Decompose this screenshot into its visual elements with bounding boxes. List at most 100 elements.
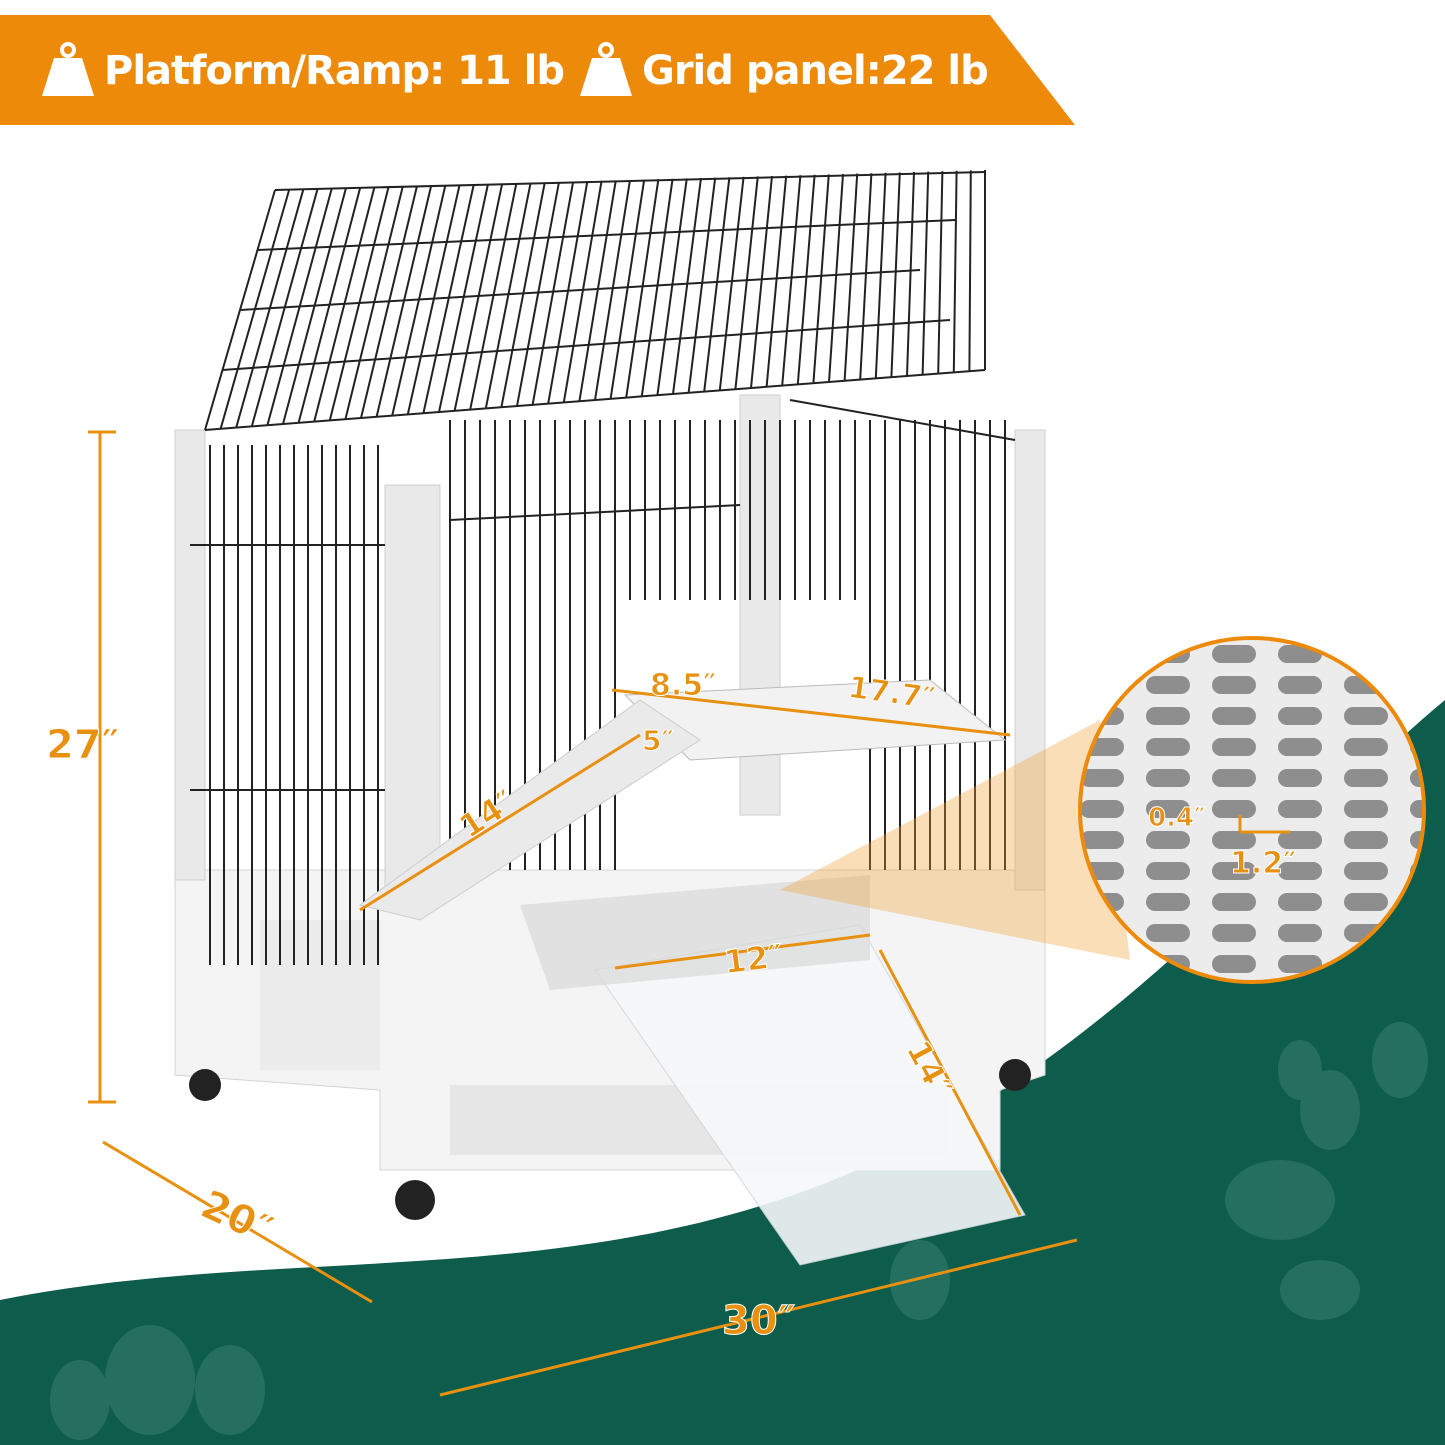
grid-slot — [1080, 831, 1124, 849]
weight-icon — [42, 42, 94, 96]
grid-slot — [1146, 862, 1190, 880]
dim-grid-slot-width: 0.4″ — [1148, 803, 1207, 834]
green-background — [0, 700, 1445, 1445]
grid-slot — [1080, 986, 1124, 1004]
grid-slot — [1344, 862, 1388, 880]
wire — [239, 269, 921, 311]
dim-platform-width: 8.5″ — [650, 668, 718, 704]
grid-slot — [1344, 893, 1388, 911]
banner-platform-weight: Platform/Ramp: 11 lb — [104, 48, 565, 94]
grid-slot — [1146, 707, 1190, 725]
wire — [484, 182, 532, 409]
grid-slot — [1278, 924, 1322, 942]
wire — [531, 181, 575, 405]
grid-slot — [1278, 831, 1322, 849]
grid-slot — [1146, 893, 1190, 911]
wire — [843, 173, 859, 381]
wire — [672, 177, 702, 395]
grid-slot — [1080, 800, 1124, 818]
grid-slot — [1278, 707, 1322, 725]
grid-slot — [1344, 707, 1388, 725]
wire — [812, 174, 830, 384]
wire — [516, 181, 560, 407]
grid-slot — [1278, 738, 1322, 756]
header-banner — [0, 15, 1075, 125]
wire — [687, 177, 717, 393]
grid-slot — [1410, 645, 1424, 663]
grid-slot — [1212, 738, 1256, 756]
wire — [469, 183, 518, 410]
wire — [547, 181, 589, 404]
dim-height: 27″ — [46, 722, 121, 769]
grid-slot — [1146, 676, 1190, 694]
wire — [257, 219, 956, 251]
wire — [438, 183, 489, 413]
wire — [921, 171, 930, 375]
wire — [874, 172, 887, 379]
wire — [828, 173, 844, 383]
wire — [906, 171, 915, 377]
grid-slot — [1080, 676, 1124, 694]
wire — [625, 179, 660, 398]
wire — [274, 171, 986, 191]
wire — [640, 178, 674, 397]
wire — [789, 399, 1016, 441]
wire — [656, 178, 688, 396]
wire — [221, 319, 951, 371]
grid-slot — [1278, 769, 1322, 787]
dim-grid-slot-length: 1.2″ — [1230, 846, 1298, 882]
grid-slot — [1278, 893, 1322, 911]
grid-slot — [1212, 862, 1256, 880]
dimension-lines — [88, 430, 1290, 1397]
grid-slot — [1212, 800, 1256, 818]
wire — [968, 170, 972, 372]
wire — [765, 175, 788, 387]
wire — [578, 180, 617, 402]
grid-slot — [1080, 645, 1124, 663]
wire — [500, 182, 546, 408]
platform — [358, 679, 1026, 1266]
wire — [609, 179, 646, 399]
grid-slot — [1344, 769, 1388, 787]
grid-slot — [1344, 831, 1388, 849]
wire — [562, 180, 603, 403]
wire — [890, 172, 901, 378]
grid-slot — [1278, 645, 1322, 663]
grid-slot — [1212, 924, 1256, 942]
grid-slot — [1146, 924, 1190, 942]
grid-slot — [1344, 738, 1388, 756]
wire — [750, 175, 773, 389]
banner-grid-weight: Grid panel:22 lb — [642, 48, 989, 94]
grid-slot — [1344, 645, 1388, 663]
wire — [594, 179, 631, 401]
wire — [453, 183, 504, 412]
dim-ramp-width: 5″ — [642, 724, 675, 758]
paw-prints — [50, 1022, 1428, 1440]
grid-slot — [1278, 676, 1322, 694]
wire — [781, 175, 802, 386]
grid-slot — [1212, 831, 1256, 849]
wire — [703, 177, 731, 392]
dim-door-width: 12″ — [721, 936, 785, 982]
cage-wires — [190, 399, 1016, 965]
wire — [952, 170, 958, 373]
grid-slot — [1410, 800, 1424, 818]
weight-icon — [580, 42, 632, 96]
grid-slot — [1080, 769, 1124, 787]
wire — [204, 369, 986, 431]
cage-posts — [174, 394, 1046, 906]
grid-slot — [1212, 955, 1256, 973]
dim-width: 30″ — [722, 1298, 797, 1345]
wire — [796, 174, 816, 385]
wire — [449, 504, 741, 521]
wire — [718, 176, 745, 391]
grid-slot — [1146, 831, 1190, 849]
grid-slot — [1212, 769, 1256, 787]
grid-slot — [1146, 800, 1190, 818]
wire — [734, 176, 759, 390]
grid-slot — [1212, 676, 1256, 694]
grid-slot — [1344, 800, 1388, 818]
grid-slot — [1212, 707, 1256, 725]
